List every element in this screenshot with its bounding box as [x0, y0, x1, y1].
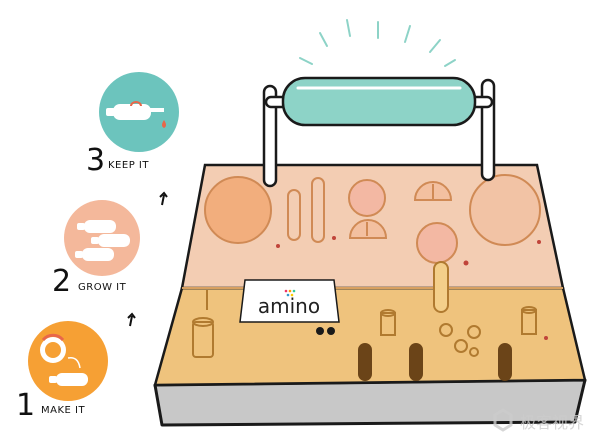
- watermark-logo-icon: [493, 408, 513, 432]
- bottle-tap-icon: [106, 101, 166, 128]
- step-label: GROW IT: [78, 282, 127, 293]
- slots: [358, 343, 512, 381]
- brand-name: amino: [258, 294, 320, 318]
- step-1-make-it: 1 MAKE IT: [16, 321, 108, 423]
- indicator-dots: [276, 236, 548, 340]
- arrow-up-icon: [127, 312, 136, 327]
- upper-components: [204, 174, 541, 264]
- shine-rays-icon: [299, 19, 456, 67]
- lower-components: [192, 261, 537, 358]
- watermark: 极客视界: [493, 408, 584, 432]
- step-label: KEEP IT: [108, 160, 149, 171]
- bottles-icon: [75, 220, 130, 261]
- mix-to-bottle-icon: [40, 333, 88, 386]
- brand-label-card: [239, 279, 340, 323]
- rolling-pin-icon: [262, 76, 496, 188]
- step-2-grow-it: 2 GROW IT: [52, 200, 140, 299]
- step-number: 1: [16, 388, 35, 423]
- step-label: MAKE IT: [41, 405, 85, 416]
- step-number: 3: [86, 143, 105, 178]
- step-number: 2: [52, 264, 71, 299]
- step-3-keep-it: 3 KEEP IT: [86, 72, 179, 178]
- watermark-text: 极客视界: [520, 413, 584, 432]
- brand-logo-dots-icon: [284, 289, 296, 297]
- arrow-up-icon: [159, 191, 168, 206]
- make-it-circle: [28, 321, 108, 401]
